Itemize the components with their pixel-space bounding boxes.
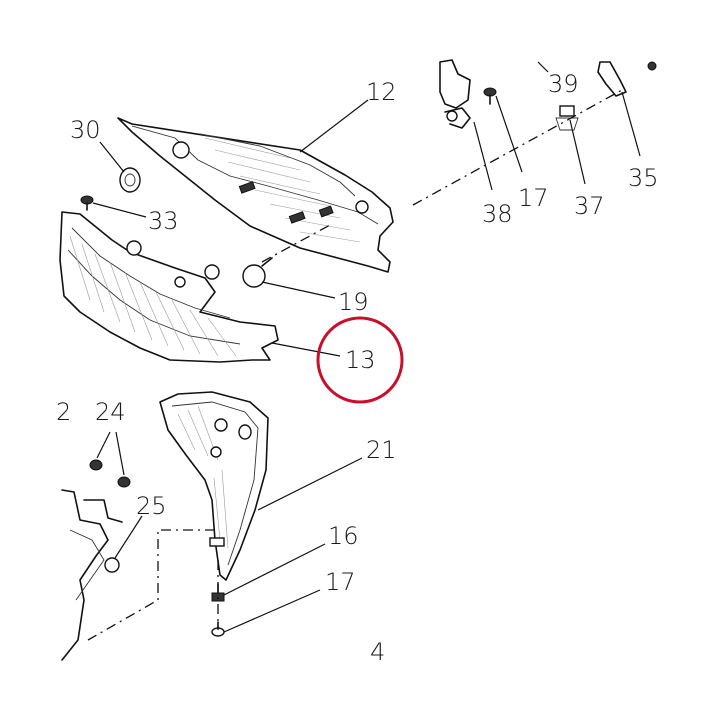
part-37-bolt[interactable] [555, 105, 579, 131]
part-35-hook[interactable] [597, 61, 657, 97]
callout-19: 19 [338, 288, 369, 316]
callout-24: 24 [95, 398, 126, 426]
callout-13: 13 [345, 346, 376, 374]
callout-25: 25 [136, 492, 167, 520]
callout-17-upper: 17 [518, 184, 549, 212]
part-13-lower-panel[interactable] [59, 211, 279, 363]
highlight-circle [316, 316, 404, 404]
part-39-bracket[interactable] [439, 59, 471, 129]
callout-37: 37 [574, 192, 605, 220]
callout-33: 33 [148, 207, 179, 235]
callout-39: 39 [548, 70, 579, 98]
part-33-screw[interactable] [80, 195, 94, 211]
left-frame-bracket [61, 489, 123, 661]
callout-17-lower: 17 [325, 568, 356, 596]
part-25-bushing[interactable] [104, 557, 120, 573]
part-17-upper-screw[interactable] [483, 87, 497, 105]
part-19-cap[interactable] [242, 257, 273, 288]
part-21-inner-panel[interactable] [159, 391, 269, 581]
assembly-lines [87, 89, 623, 641]
leader-lines [92, 61, 641, 633]
callout-35: 35 [628, 164, 659, 192]
callout-21: 21 [366, 436, 397, 464]
callout-4: 4 [370, 638, 385, 666]
callout-12: 12 [366, 78, 397, 106]
part-30-grommet[interactable] [119, 167, 141, 193]
callout-16: 16 [328, 522, 359, 550]
callout-30: 30 [70, 116, 101, 144]
callout-2: 2 [56, 398, 71, 426]
part-24-rubber-mounts[interactable] [89, 459, 131, 488]
callout-38: 38 [482, 200, 513, 228]
part-12-upper-panel[interactable] [117, 117, 394, 273]
